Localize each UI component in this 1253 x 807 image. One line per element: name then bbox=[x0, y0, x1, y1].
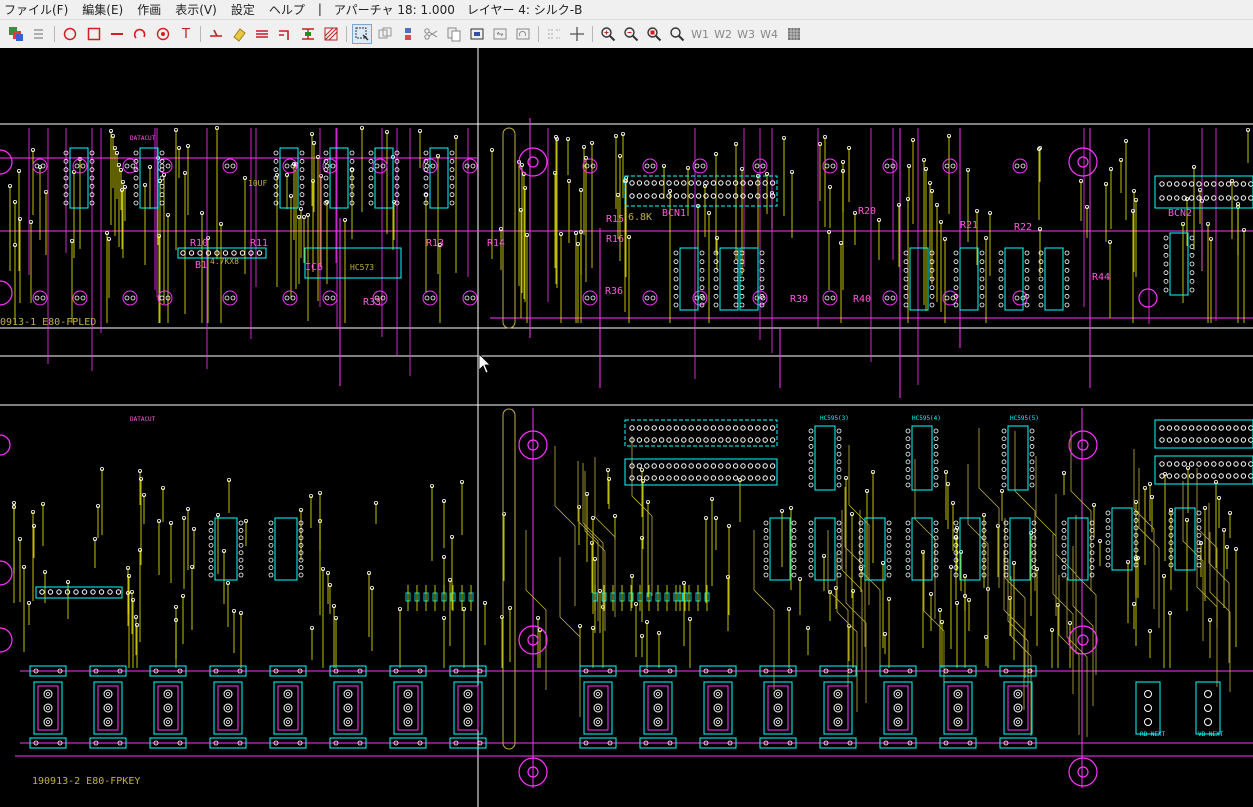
connector-bcn1 bbox=[35, 175, 1253, 599]
pad-tool-icon[interactable] bbox=[153, 24, 173, 44]
value-6-8k: 6.8K bbox=[628, 212, 652, 223]
ref-r39: R39 bbox=[790, 294, 808, 305]
zoom-out-icon[interactable] bbox=[621, 24, 641, 44]
ref-bcn1: BCN1 bbox=[662, 208, 686, 219]
menu-separator: | bbox=[317, 2, 322, 16]
ref-r10: R10 bbox=[190, 238, 208, 249]
generated-traces bbox=[7, 126, 1253, 750]
pcb-drawing[interactable]: 0913-1 E80-FPLED 190913-2 E80-FPKEY DATA… bbox=[0, 48, 1253, 807]
ref-r14: R14 bbox=[487, 238, 505, 249]
hatch-tool-icon[interactable] bbox=[321, 24, 341, 44]
vb-next-label: VB NEXT bbox=[1198, 731, 1224, 738]
ref-r33: R33 bbox=[363, 297, 381, 308]
zoom-window-icon[interactable] bbox=[667, 24, 687, 44]
menu-draw[interactable]: 作画 bbox=[137, 2, 162, 17]
ref-r36: R36 bbox=[605, 286, 623, 297]
arc-tool-icon[interactable] bbox=[130, 24, 150, 44]
layers-icon[interactable] bbox=[6, 24, 26, 44]
ref-r44: R44 bbox=[1092, 272, 1110, 283]
hc595-3-label: HC595(3) bbox=[820, 415, 849, 422]
toolbar: T bbox=[0, 19, 1253, 49]
dimension-tool-icon[interactable] bbox=[298, 24, 318, 44]
eraser-icon[interactable] bbox=[229, 24, 249, 44]
menu-help[interactable]: ヘルプ bbox=[268, 2, 305, 17]
board-outlines bbox=[0, 48, 1253, 807]
ref-r21: R21 bbox=[960, 220, 978, 231]
value-hc573: HC573 bbox=[350, 263, 374, 272]
line-tool-icon[interactable] bbox=[107, 24, 127, 44]
board-label-top: 0913-1 E80-FPLED bbox=[0, 317, 96, 328]
window-4-button[interactable]: W4 bbox=[760, 27, 778, 41]
ref-r11: R11 bbox=[250, 238, 268, 249]
cut-icon[interactable] bbox=[421, 24, 441, 44]
crosshair-icon[interactable] bbox=[567, 24, 587, 44]
value-10uf: 10UF bbox=[248, 179, 267, 188]
board-label-bottom: 190913-2 E80-FPKEY bbox=[32, 776, 140, 787]
zoom-in-icon[interactable] bbox=[598, 24, 618, 44]
rotate-icon[interactable] bbox=[513, 24, 533, 44]
value-4-7kx8: 4.7KX8 bbox=[210, 257, 239, 266]
switch-footprints bbox=[29, 665, 1221, 749]
align-icon[interactable] bbox=[398, 24, 418, 44]
trace-tool-icon[interactable] bbox=[206, 24, 226, 44]
ref-r15: R15 bbox=[606, 214, 624, 225]
ref-b1: B1 bbox=[195, 260, 207, 271]
hc595-4-label: HC595(4) bbox=[912, 415, 941, 422]
window-3-button[interactable]: W3 bbox=[737, 27, 755, 41]
datacut-label-top: DATACUT bbox=[130, 135, 156, 142]
menu-settings[interactable]: 設定 bbox=[230, 2, 255, 17]
select-tool-icon[interactable] bbox=[352, 24, 372, 44]
mounting-holes bbox=[518, 147, 1158, 787]
copy-icon[interactable] bbox=[444, 24, 464, 44]
text-tool-icon[interactable]: T bbox=[182, 26, 190, 42]
ref-bcn2: BCN2 bbox=[1168, 208, 1192, 219]
corner-tool-icon[interactable] bbox=[275, 24, 295, 44]
hc595-5-label: HC595(5) bbox=[1010, 415, 1039, 422]
bus-tool-icon[interactable] bbox=[252, 24, 272, 44]
rb-next-label: RB NEXT bbox=[1140, 731, 1166, 738]
copy-area-icon[interactable] bbox=[375, 24, 395, 44]
ref-r16: R16 bbox=[606, 234, 624, 245]
ref-r20: R20 bbox=[858, 206, 876, 217]
zoom-fit-icon[interactable] bbox=[644, 24, 664, 44]
menu-file[interactable]: ファイル(F) bbox=[4, 2, 69, 17]
rectangle-tool-icon[interactable] bbox=[84, 24, 104, 44]
aperture-status: アパーチャ 18: 1.000 bbox=[333, 2, 455, 17]
datacut-label-bottom: DATACUT bbox=[130, 416, 156, 423]
menu-bar: ファイル(F) 編集(E) 作画 表示(V) 設定 ヘルプ | アパーチャ 18… bbox=[0, 0, 1253, 18]
grid-icon[interactable] bbox=[784, 24, 804, 44]
paste-icon[interactable] bbox=[467, 24, 487, 44]
layer-status: レイヤー 4: シルク-B bbox=[466, 2, 583, 17]
sheet-icon[interactable] bbox=[29, 24, 49, 44]
grid-snap-icon[interactable] bbox=[544, 24, 564, 44]
mirror-icon[interactable] bbox=[490, 24, 510, 44]
circle-tool-icon[interactable] bbox=[60, 24, 80, 44]
mouse-cursor-icon bbox=[478, 353, 491, 374]
pcb-canvas[interactable]: 0913-1 E80-FPLED 190913-2 E80-FPKEY DATA… bbox=[0, 48, 1253, 807]
ref-r13: R13 bbox=[426, 238, 444, 249]
ic-footprints bbox=[63, 147, 1202, 611]
ref-ic6: IC6 bbox=[305, 262, 323, 273]
ref-r22: R22 bbox=[1014, 222, 1032, 233]
window-2-button[interactable]: W2 bbox=[714, 27, 732, 41]
menu-view[interactable]: 表示(V) bbox=[175, 2, 217, 17]
layer-magenta-lines bbox=[0, 118, 1253, 788]
window-1-button[interactable]: W1 bbox=[691, 27, 709, 41]
menu-edit[interactable]: 編集(E) bbox=[82, 2, 124, 17]
ref-r40: R40 bbox=[853, 294, 871, 305]
